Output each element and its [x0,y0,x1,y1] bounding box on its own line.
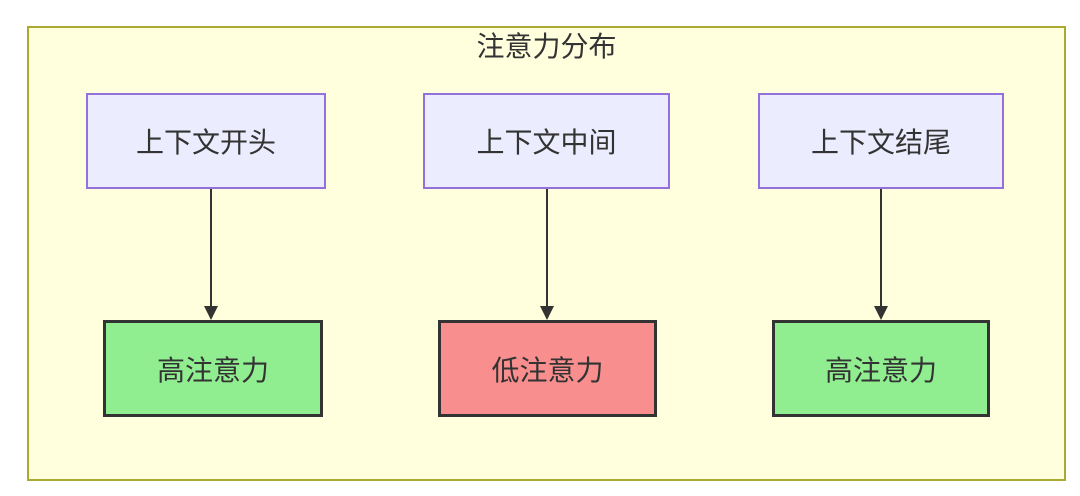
target-node-low-attention-middle: 低注意力 [438,320,657,417]
source-node-label: 上下文结尾 [810,127,951,158]
arrow-down-icon [204,306,218,320]
source-node-label: 上下文中间 [476,127,617,158]
edge-arrow-line [880,189,882,307]
edge-arrow-line [546,189,548,307]
edge-arrow-line [210,189,212,307]
source-node-context-end: 上下文结尾 [758,93,1004,189]
source-node-label: 上下文开头 [135,127,276,158]
target-node-label: 高注意力 [156,354,269,386]
arrow-down-icon [540,306,554,320]
source-node-context-start: 上下文开头 [86,93,326,189]
target-node-label: 高注意力 [824,354,937,386]
arrow-down-icon [874,306,888,320]
target-node-high-attention-left: 高注意力 [103,320,323,417]
diagram-title: 注意力分布 [476,31,617,62]
target-node-label: 低注意力 [491,354,604,386]
target-node-high-attention-right: 高注意力 [772,320,990,417]
source-node-context-middle: 上下文中间 [423,93,670,189]
